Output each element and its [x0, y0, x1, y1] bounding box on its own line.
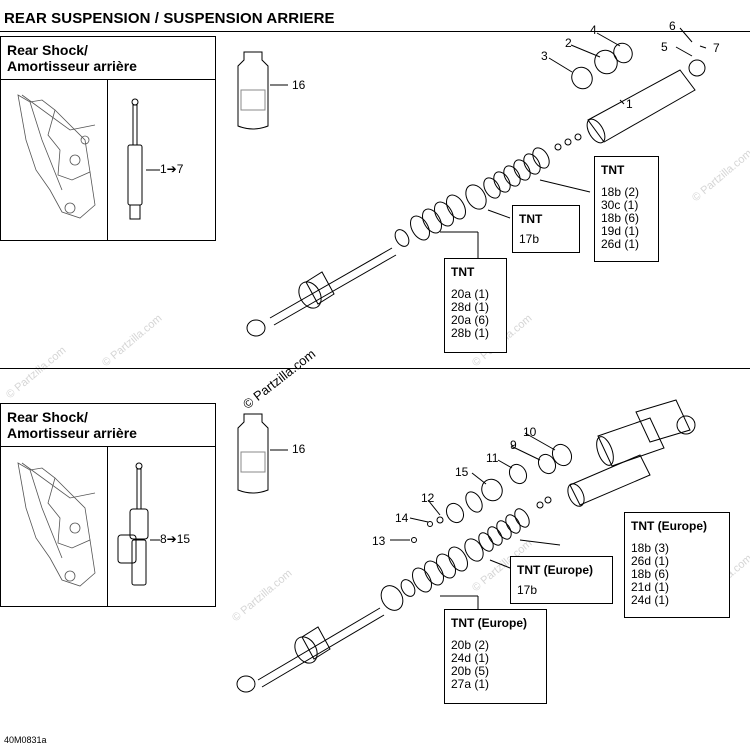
parts-box-tnt-c: TNT 20a (1) 28d (1) 20a (6) 28b (1) — [444, 258, 507, 353]
callout-1: 1 — [626, 97, 633, 111]
spring-stack — [483, 147, 550, 199]
spring-stack — [412, 546, 468, 593]
callout-5: 5 — [661, 40, 668, 54]
section1-range-label: 1➔7 — [160, 162, 184, 176]
panel-divider — [107, 79, 108, 240]
callout-4: 4 — [590, 23, 597, 37]
shock1-exploded — [246, 27, 707, 337]
page-title: REAR SUSPENSION / SUSPENSION ARRIERE — [4, 10, 335, 27]
section1-panel-title: Rear Shock/ Amortisseur arrière — [7, 42, 137, 74]
parts-box-tnt-europe-a: TNT (Europe) 18b (3) 26d (1) 18b (6) 21d… — [624, 512, 730, 618]
frame-sketch — [17, 462, 96, 587]
panel-divider — [107, 446, 108, 606]
shock2-exploded — [236, 399, 696, 693]
parts-box-tnt-europe-b: TNT (Europe) 17b — [510, 556, 613, 604]
parts-box-tnt-b: TNT 17b — [512, 205, 580, 253]
frame-sketch — [17, 94, 96, 219]
section1-panel-header: Rear Shock/ Amortisseur arrière — [1, 37, 215, 80]
callout-3: 3 — [541, 49, 548, 63]
callout-2: 2 — [565, 36, 572, 50]
oil-bottle-1 — [237, 51, 288, 130]
callout-16: 16 — [292, 78, 306, 92]
oil-bottle-2 — [237, 413, 288, 494]
section-divider — [0, 368, 750, 369]
callout-14: 14 — [395, 511, 409, 525]
section1-panel: Rear Shock/ Amortisseur arrière — [0, 36, 216, 241]
callout-9: 9 — [510, 438, 517, 452]
callout-11: 11 — [486, 451, 499, 465]
parts-box-tnt-europe-c: TNT (Europe) 20b (2) 24d (1) 20b (5) 27a… — [444, 609, 547, 704]
diagram-code: 40M0831a — [4, 735, 47, 745]
section2-panel: Rear Shock/ Amortisseur arrière — [0, 403, 216, 607]
callout-10: 10 — [523, 425, 537, 439]
callout-13: 13 — [372, 534, 386, 548]
title-rule — [0, 31, 750, 32]
callout-12: 12 — [421, 491, 435, 505]
section2-panel-header: Rear Shock/ Amortisseur arrière — [1, 404, 215, 447]
small-shock-2 — [117, 462, 160, 586]
callout-16: 16 — [292, 442, 306, 456]
spring-stack — [478, 508, 530, 552]
callout-7: 7 — [713, 41, 720, 55]
section2-range-label: 8➔15 — [160, 532, 191, 546]
small-shock-1 — [127, 98, 160, 220]
callout-6: 6 — [669, 19, 676, 33]
callout-15: 15 — [455, 465, 469, 479]
parts-box-tnt-a: TNT 18b (2) 30c (1) 18b (6) 19d (1) 26d … — [594, 156, 659, 262]
section2-panel-title: Rear Shock/ Amortisseur arrière — [7, 409, 137, 441]
spring-stack — [410, 194, 466, 241]
